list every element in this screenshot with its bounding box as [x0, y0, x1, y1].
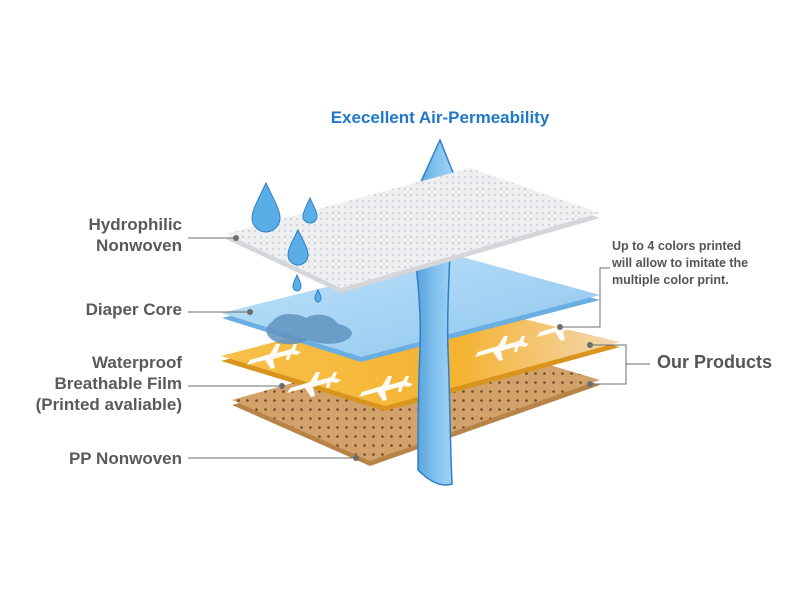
- label-line: Waterproof: [91, 353, 182, 372]
- label-pp-nonwoven: PP Nonwoven: [20, 448, 182, 469]
- diagram-title: Execellent Air-Permeability: [330, 108, 550, 127]
- leader-points: [233, 235, 593, 461]
- leader-lines: [188, 237, 650, 459]
- hydrophilic-nonwoven-layer: [226, 168, 600, 293]
- label-line: PP Nonwoven: [68, 449, 182, 468]
- label-line: (Printed avaliable): [35, 395, 182, 414]
- label-line: Breathable Film: [54, 374, 182, 393]
- our-products-label: Our Products: [657, 352, 773, 372]
- label-line: Diaper Core: [85, 300, 182, 319]
- label-hydrophilic-nonwoven: Hydrophilic Nonwoven: [20, 214, 182, 256]
- label-waterproof-film: Waterproof Breathable Film (Printed aval…: [2, 352, 182, 415]
- print-note: Up to 4 colors printed will allow to imi…: [612, 238, 792, 289]
- diaper-core-layer: [222, 255, 600, 362]
- note-line: multiple color print.: [612, 273, 729, 287]
- airplane-icon: [247, 316, 591, 401]
- label-line: Nonwoven: [96, 236, 182, 255]
- liquid-stain-icon: [266, 314, 352, 345]
- note-line: will allow to imitate the: [612, 256, 749, 270]
- label-line: Hydrophilic: [88, 215, 182, 234]
- label-diaper-core: Diaper Core: [20, 299, 182, 320]
- note-line: Up to 4 colors printed: [612, 239, 742, 253]
- water-drop-icon: [251, 181, 322, 303]
